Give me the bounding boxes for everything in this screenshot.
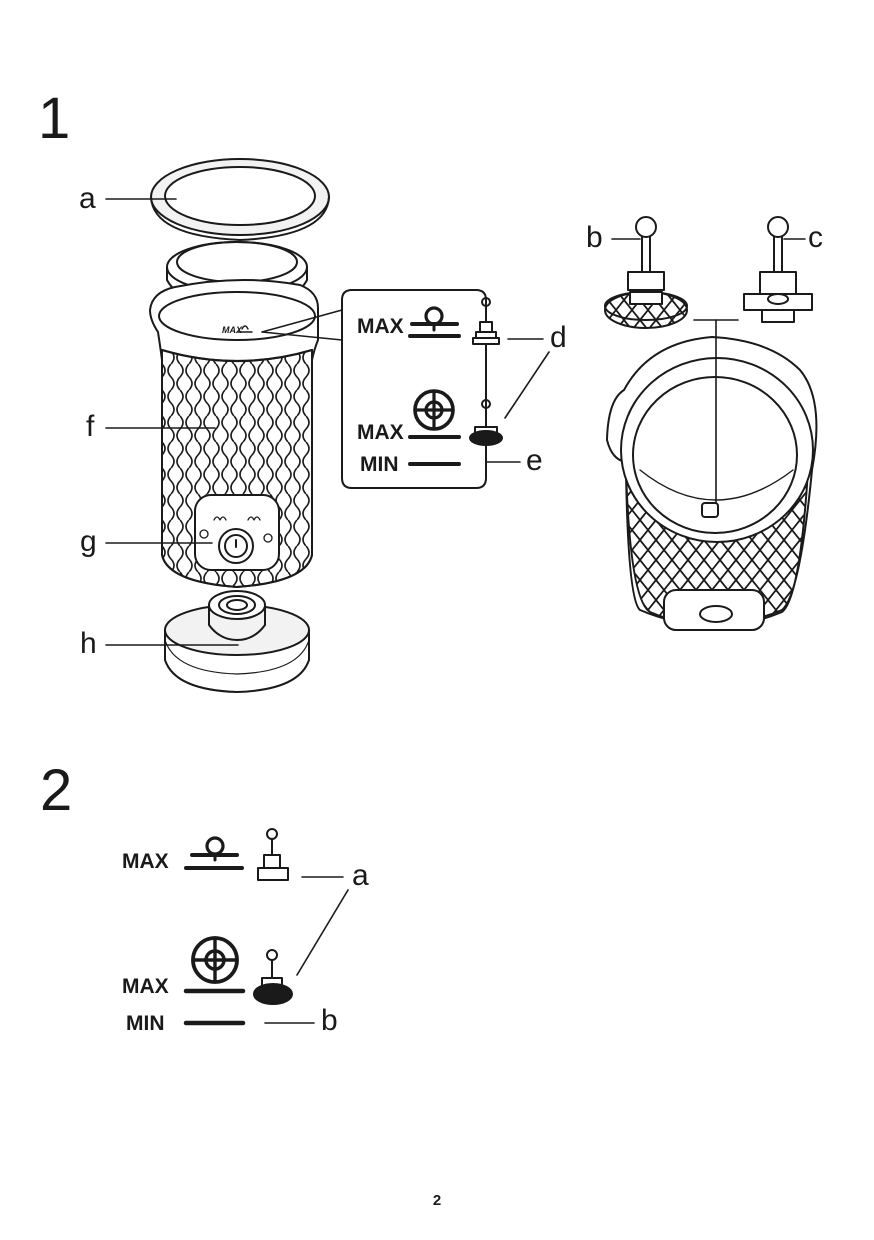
s2-max-heat-label: MAX — [122, 975, 169, 998]
seal-ring — [166, 241, 308, 308]
level-inset — [341, 289, 503, 489]
spring-whisk-b — [604, 216, 688, 329]
callout-d: d — [550, 321, 567, 354]
s2-callout-a: a — [352, 859, 369, 892]
inset-min-label: MIN — [360, 453, 399, 476]
callout-c: c — [808, 221, 823, 254]
section2-whisk-a — [257, 828, 289, 881]
callout-e: e — [526, 444, 543, 477]
power-base — [164, 590, 310, 693]
inset-max-heat-label: MAX — [357, 421, 404, 444]
jug-max-mark: MAX — [222, 325, 242, 335]
callout-h: h — [80, 627, 97, 660]
section-2-number: 2 — [40, 758, 73, 823]
section2-whisk-b — [253, 949, 293, 1005]
section2-levels — [183, 836, 246, 1026]
callout-f: f — [86, 410, 95, 443]
lid-part — [150, 158, 330, 241]
s2-callout-b: b — [321, 1004, 338, 1037]
callout-g: g — [80, 525, 97, 558]
callout-b: b — [586, 221, 603, 254]
s2-min-label: MIN — [126, 1012, 165, 1035]
section-1-number: 1 — [38, 86, 71, 151]
page-number: 2 — [432, 1192, 442, 1209]
flat-whisk-c — [743, 216, 813, 323]
callout-a: a — [79, 182, 96, 215]
jug-topview — [606, 319, 818, 631]
s2-max-foam-label: MAX — [122, 850, 169, 873]
inset-max-foam-label: MAX — [357, 315, 404, 338]
